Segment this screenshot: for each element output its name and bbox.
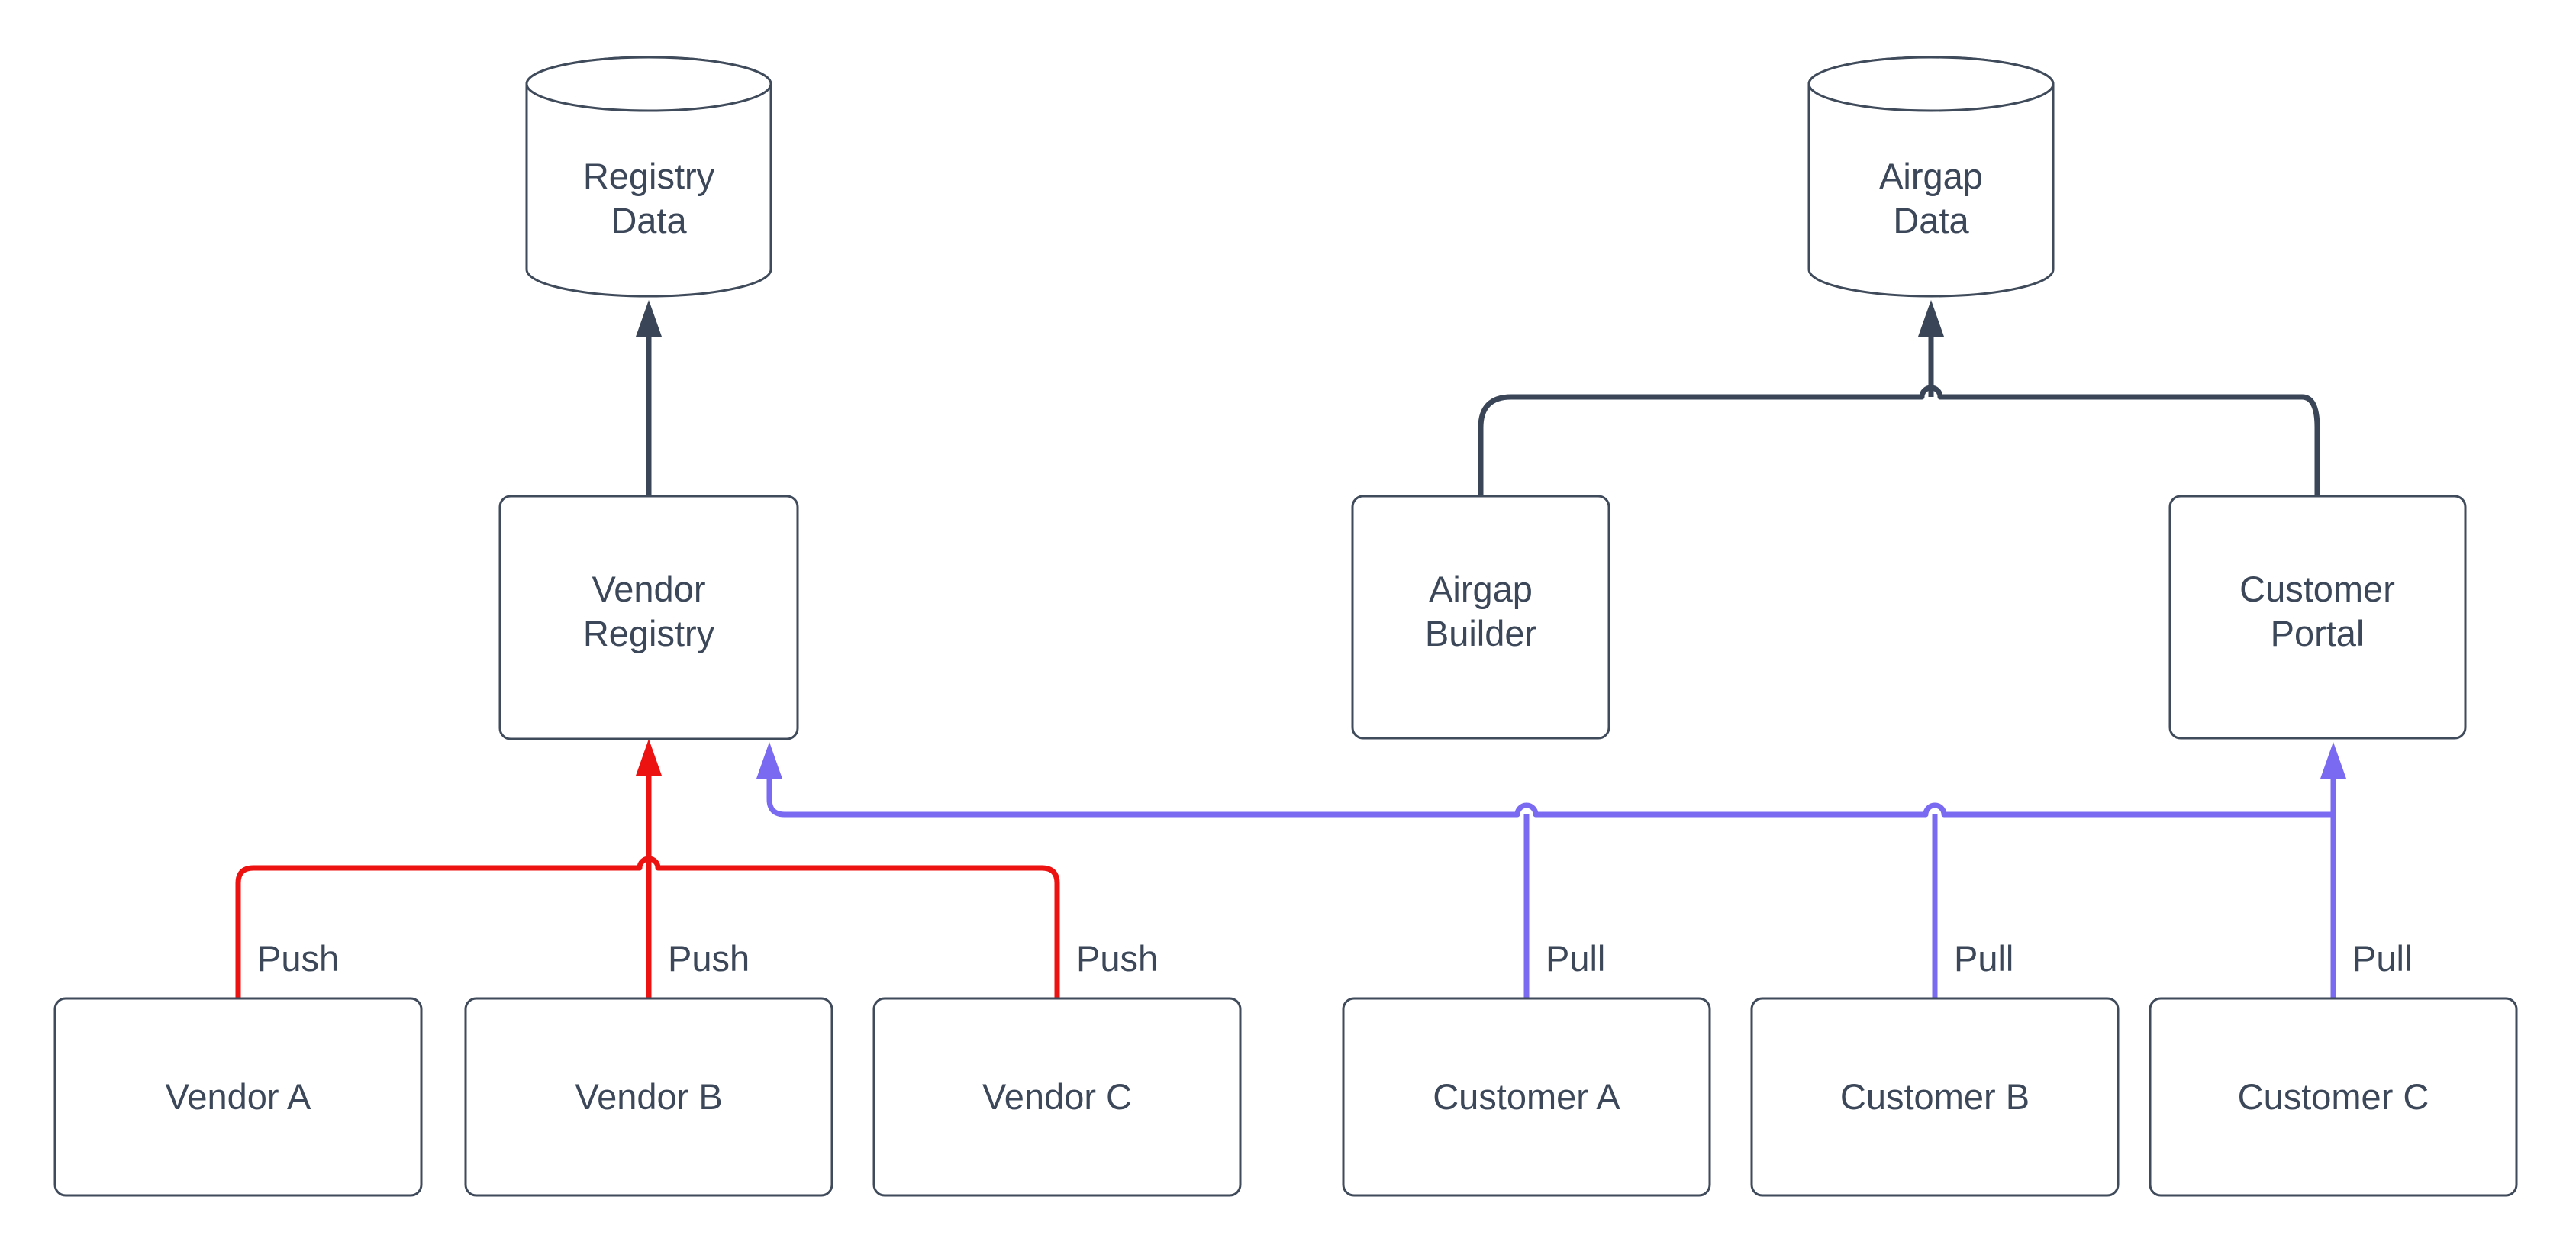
- edge-builder-portal-to-airgap-data: [1478, 300, 2320, 496]
- arrowhead-up-icon: [1918, 300, 1944, 337]
- edge-line: [1478, 385, 2320, 496]
- node-customer-b: Customer B: [1750, 997, 2120, 1197]
- edge-push-bus: [235, 739, 1060, 998]
- node-label: Registry: [583, 613, 715, 653]
- node-airgap-builder: Airgap Builder: [1351, 495, 1610, 740]
- node-label: Customer: [2239, 569, 2395, 609]
- edge-label-push-c: Push: [1076, 938, 1158, 979]
- arrowhead-up-icon: [2320, 742, 2346, 779]
- node-label: Customer B: [1840, 1076, 2030, 1117]
- node-box: [1342, 997, 1711, 1197]
- node-box: [1351, 495, 1610, 740]
- node-vendor-a: Vendor A: [53, 997, 423, 1197]
- node-label: Airgap: [1879, 156, 1983, 196]
- node-box: [2149, 997, 2518, 1197]
- arrowhead-up-icon: [756, 742, 782, 779]
- node-label: Portal: [2271, 613, 2365, 653]
- node-vendor-b: Vendor B: [464, 997, 833, 1197]
- node-label: Registry: [583, 156, 715, 196]
- edge-label-push-a: Push: [257, 938, 339, 979]
- cylinder-rim: [1807, 56, 2055, 112]
- node-label: Vendor A: [166, 1076, 311, 1117]
- edge-label-pull-c: Pull: [2352, 938, 2412, 979]
- node-label: Data: [611, 200, 687, 240]
- node-customer-portal: Customer Portal: [2168, 495, 2467, 740]
- node-label: Vendor B: [575, 1076, 722, 1117]
- node-airgap-data: Airgap Data: [1807, 56, 2055, 298]
- node-label: Vendor: [592, 569, 706, 609]
- node-customer-a: Customer A: [1342, 997, 1711, 1197]
- edge-label-pull-a: Pull: [1546, 938, 1605, 979]
- node-label: Customer C: [2238, 1076, 2429, 1117]
- node-vendor-registry: Vendor Registry: [498, 495, 799, 740]
- node-box: [1750, 997, 2120, 1197]
- edge-pull-bus: [756, 742, 2346, 998]
- cylinder-rim: [525, 56, 772, 112]
- node-registry-data: Registry Data: [525, 56, 772, 298]
- node-label: Builder: [1425, 613, 1536, 653]
- edge-vendor-registry-to-registry-data: [636, 300, 662, 496]
- node-label: Data: [1893, 200, 1969, 240]
- node-customer-c: Customer C: [2149, 997, 2518, 1197]
- arrowhead-up-icon: [636, 300, 662, 337]
- node-vendor-c: Vendor C: [872, 997, 1242, 1197]
- edge-label-pull-b: Pull: [1954, 938, 2013, 979]
- node-box: [464, 997, 833, 1197]
- node-label: Customer A: [1433, 1076, 1620, 1117]
- node-box: [53, 997, 423, 1197]
- node-label: Airgap: [1429, 569, 1533, 609]
- arrowhead-up-icon: [636, 739, 662, 776]
- edge-label-push-b: Push: [668, 938, 750, 979]
- node-box: [498, 495, 799, 740]
- node-box: [2168, 495, 2467, 740]
- node-box: [872, 997, 1242, 1197]
- node-label: Vendor C: [982, 1076, 1132, 1117]
- edge-line: [766, 776, 2333, 818]
